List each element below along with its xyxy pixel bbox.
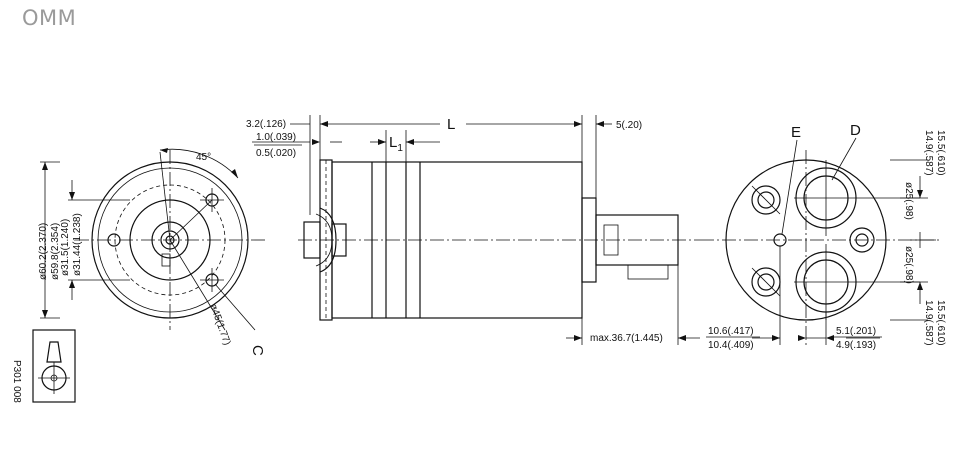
- callout-e: E: [791, 124, 801, 141]
- dim-pilot-max: ø31.5(1.240): [60, 219, 71, 276]
- dim-shaft-shoulder: 5(.20): [616, 120, 642, 131]
- angle-label: 45°: [196, 152, 211, 163]
- bolt-circle-dim: ø45(1.77): [207, 302, 232, 347]
- dim-top-upper: 15.5(.610): [935, 130, 946, 176]
- dim-outer-min: ø59.8(2.354): [50, 223, 61, 280]
- dim-right-lower: 4.9(.193): [836, 340, 876, 351]
- l1-label: L1: [389, 134, 403, 154]
- dim-max-length: max.36.7(1.445): [590, 333, 663, 344]
- dim-gap-upper: 1.0(.039): [256, 132, 296, 143]
- dim-bottom-lower: 14.9(.587): [923, 300, 934, 346]
- front-view: [40, 148, 265, 331]
- dim-gap-lower: 0.5(.020): [256, 148, 296, 159]
- callout-c: C: [249, 345, 266, 356]
- l1-letter: L: [389, 134, 397, 151]
- port-dia-top: ø25(.98): [903, 182, 914, 220]
- dim-right-upper: 5.1(.201): [836, 326, 876, 337]
- drawing-code: P301 008: [11, 360, 22, 403]
- hydraulic-symbol: [32, 329, 76, 403]
- page-title: OMM: [22, 6, 77, 30]
- callout-d: D: [850, 122, 861, 139]
- dim-outer-max: ø60.2(2.370): [38, 223, 49, 280]
- dim-top-lower: 14.9(.587): [923, 130, 934, 176]
- length-label: L: [447, 116, 455, 133]
- dim-bottom-upper: 15.5(.610): [935, 300, 946, 346]
- port-view: [700, 137, 940, 345]
- side-view: [252, 115, 700, 345]
- dim-flange-thickness: 3.2(.126): [246, 119, 286, 130]
- l1-subscript: 1: [397, 143, 403, 154]
- dim-pilot-min: ø31.44(1.238): [72, 213, 83, 276]
- dim-center-lower: 10.4(.409): [708, 340, 754, 351]
- port-dia-bottom: ø25(.98): [903, 246, 914, 284]
- dim-center-upper: 10.6(.417): [708, 326, 754, 337]
